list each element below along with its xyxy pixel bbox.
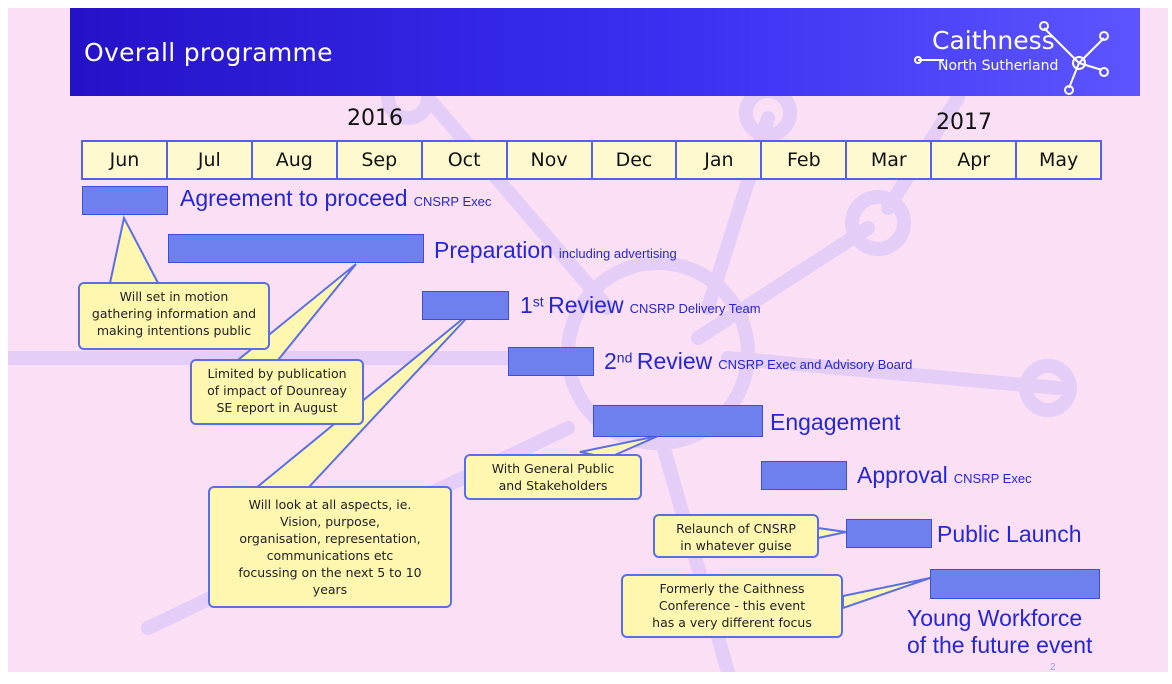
month-header: Jun Jul Aug Sep Oct Nov Dec Jan Feb Mar … [81, 140, 1102, 180]
gantt-bar-agreement [82, 186, 168, 215]
task-title-line: Young Workforce [907, 605, 1083, 631]
month-cell: Dec [593, 142, 678, 178]
month-cell: Sep [338, 142, 423, 178]
task-label-review-1: 1st Review CNSRP Delivery Team [520, 292, 761, 319]
month-cell: Aug [253, 142, 338, 178]
month-cell: Jan [677, 142, 763, 178]
month-cell: Jun [83, 142, 168, 178]
month-cell: Jul [168, 142, 253, 178]
callout-note: Formerly the Caithness Conference - this… [621, 574, 843, 638]
task-title: Review [548, 292, 624, 318]
task-detail: CNSRP Exec [413, 194, 492, 209]
gantt-bar-public-launch [846, 519, 932, 548]
note-line: communications etc [266, 548, 394, 563]
month-cell: Apr [932, 142, 1018, 178]
gantt-bar-preparation [168, 234, 424, 263]
note-line: Will look at all aspects, ie. [248, 497, 412, 512]
page-title: Overall programme [84, 38, 333, 67]
task-number: 1 [520, 292, 533, 318]
callout-note: Relaunch of CNSRP in whatever guise [653, 514, 819, 558]
gantt-bar-review-1 [422, 291, 509, 320]
task-label-agreement: Agreement to proceed CNSRP Exec [180, 185, 491, 212]
note-line: making intentions public [96, 323, 252, 338]
gantt-bar-approval [761, 461, 847, 490]
gantt-bar-review-2 [508, 347, 594, 376]
note-line: focussing on the next 5 to 10 [238, 565, 422, 580]
background-network-art [8, 71, 1077, 672]
month-cell: Mar [847, 142, 933, 178]
task-title: Preparation [434, 237, 553, 263]
year-label-2017: 2017 [936, 110, 992, 135]
logo-wordmark: Caithness [932, 26, 1055, 55]
task-label-young-workforce: Young Workforce of the future event [907, 605, 1092, 659]
note-line: of impact of Dounreay [207, 383, 347, 398]
page-number: 2 [1050, 662, 1056, 672]
year-label-2016: 2016 [347, 106, 403, 131]
note-line: has a very different focus [652, 615, 812, 630]
task-title-line: of the future event [907, 632, 1093, 658]
task-title: Review [636, 348, 713, 374]
note-line: Vision, purpose, [279, 514, 380, 529]
callout-note: Limited by publication of impact of Doun… [190, 359, 364, 425]
logo-network-icon [914, 21, 1109, 95]
task-detail: including advertising [558, 246, 677, 261]
callout-note: Will set in motion gathering information… [78, 282, 270, 350]
slide: Overall programme Caithness No [8, 8, 1168, 672]
note-line: SE report in August [216, 400, 338, 415]
note-line: and Stakeholders [498, 478, 608, 493]
note-line: Formerly the Caithness [659, 581, 805, 596]
task-label-public-launch: Public Launch [937, 521, 1082, 548]
note-line: in whatever guise [680, 538, 792, 553]
callout-note: Will look at all aspects, ie. Vision, pu… [208, 486, 452, 608]
note-line: organisation, representation, [239, 531, 421, 546]
month-cell: Oct [423, 142, 508, 178]
note-line: Will set in motion [119, 289, 229, 304]
task-number: 2 [604, 348, 617, 374]
note-line: years [312, 582, 348, 597]
gantt-bar-engagement [593, 405, 763, 437]
task-title: Engagement [770, 409, 901, 435]
month-cell: May [1038, 149, 1079, 171]
task-detail: CNSRP Exec [953, 471, 1032, 486]
note-line: gathering information and [91, 306, 257, 321]
callout-note: With General Public and Stakeholders [464, 454, 642, 500]
task-ordinal: st [532, 293, 544, 310]
gantt-bar-young-workforce [930, 569, 1100, 599]
task-label-approval: Approval CNSRP Exec [857, 462, 1032, 489]
logo-subtitle: North Sutherland [938, 58, 1059, 74]
note-line: Relaunch of CNSRP [676, 521, 796, 536]
month-cell: Nov [508, 142, 593, 178]
task-label-engagement: Engagement [770, 409, 900, 436]
note-line: Conference - this event [658, 598, 806, 613]
task-detail: CNSRP Delivery Team [629, 301, 761, 316]
task-detail: CNSRP Exec and Advisory Board [718, 357, 913, 372]
task-title: Agreement to proceed [180, 185, 408, 211]
task-title: Approval [857, 462, 948, 488]
note-line: Limited by publication [207, 366, 347, 381]
task-label-review-2: 2nd Review CNSRP Exec and Advisory Board [604, 348, 912, 375]
month-cell: Feb [762, 142, 848, 178]
title-bar: Overall programme Caithness No [70, 8, 1140, 96]
task-ordinal: nd [616, 349, 633, 366]
logo: Caithness North Sutherland [904, 8, 1134, 96]
task-label-preparation: Preparation including advertising [434, 237, 677, 264]
task-title: Public Launch [937, 521, 1082, 547]
note-line: With General Public [491, 461, 615, 476]
